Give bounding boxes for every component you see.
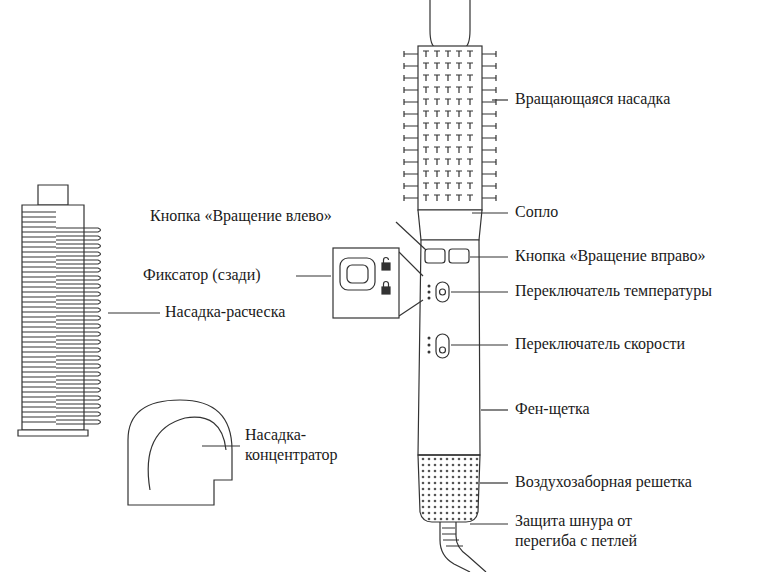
comb-teeth (22, 212, 101, 424)
brush-teeth (404, 51, 496, 201)
part-label: Вращающаяся насадка (515, 89, 670, 109)
part-label: Переключатель температуры (515, 281, 712, 301)
part-label: Переключатель скорости (515, 334, 685, 354)
part-label: Фен-щетка (515, 399, 590, 419)
part-label: Воздухозаборная решетка (515, 472, 692, 492)
part-label: Насадка- концентратор (245, 425, 350, 465)
part-label: Насадка-расческа (165, 302, 285, 322)
part-label: Фиксатор (сзади) (143, 265, 261, 285)
part-label: Кнопка «Вращение вправо» (515, 246, 706, 266)
part-label: Сопло (515, 202, 558, 222)
part-label: Защита шнура от перегиба с петлей (515, 511, 685, 551)
part-label: Кнопка «Вращение влево» (150, 206, 332, 226)
